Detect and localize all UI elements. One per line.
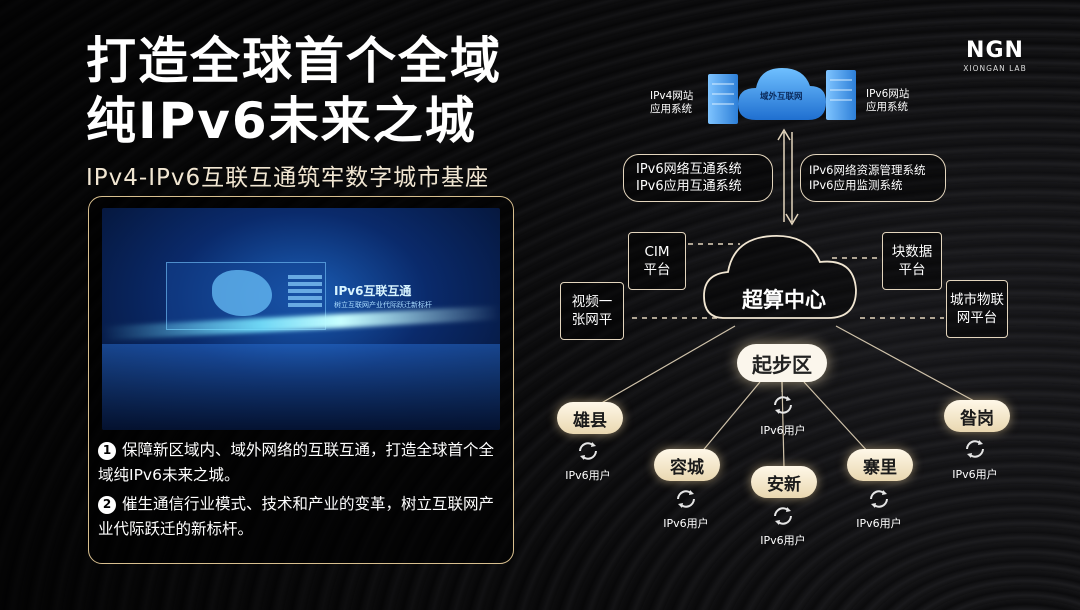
title-line2: 纯IPv6未来之城 <box>86 92 477 150</box>
cim-platform-text: CIM 平台 <box>643 244 671 278</box>
iot-platform-box: 城市物联 网平台 <box>946 280 1008 338</box>
ipv6-site-label: IPv6网站 应用系统 <box>866 88 909 114</box>
ipv4-server-icon <box>708 74 738 124</box>
district-anxin: 安新 <box>751 466 817 498</box>
right-systems-pill: IPv6网络资源管理系统 IPv6应用监测系统 <box>800 154 946 202</box>
left-systems-pill: IPv6网络互通系统 IPv6应用互通系统 <box>623 154 773 202</box>
ipv4-site-text: IPv4网站 应用系统 <box>650 90 694 115</box>
iot-platform-text: 城市物联 网平台 <box>950 292 1004 326</box>
user-label-anxin: IPv6用户 <box>760 534 806 547</box>
video-platform-text: 视频一 张网平 <box>571 294 613 328</box>
supercomputing-center-label: 超算中心 <box>742 288 826 312</box>
internet-cloud-icon <box>738 68 826 120</box>
district-zangang: 昝岗 <box>944 400 1010 432</box>
bullet-text-1: 保障新区域内、域外网络的互联互通，打造全球首个全域纯IPv6未来之城。 <box>98 441 495 484</box>
user-label-zangang: IPv6用户 <box>952 468 998 481</box>
ngn-logo: NGN XIONGAN LAB <box>960 38 1030 74</box>
cloud-label: 域外互联网 <box>760 92 803 102</box>
sync-icon <box>774 507 792 525</box>
cim-platform-box: CIM 平台 <box>628 232 686 290</box>
district-xiongxian: 雄县 <box>557 402 623 434</box>
ipv6-site-text: IPv6网站 应用系统 <box>866 88 910 113</box>
sync-icon <box>677 490 695 508</box>
sync-icon <box>966 440 984 458</box>
start-zone-pill: 起步区 <box>737 344 827 382</box>
sync-icon <box>870 490 888 508</box>
screen-title: IPv6互联互通 <box>334 284 412 298</box>
screen-subtitle: 树立互联网产业代际跃迁新标杆 <box>334 301 432 309</box>
subtitle: IPv4-IPv6互联互通筑牢数字城市基座 <box>86 165 490 191</box>
blockdata-platform-text: 块数据 平台 <box>891 244 933 278</box>
video-platform-box: 视频一 张网平 <box>560 282 624 340</box>
bar-chart-icon <box>288 272 322 322</box>
dashed-connectors <box>632 243 944 319</box>
logo-text: NGN <box>966 38 1024 63</box>
title-line1: 打造全球首个全域 <box>86 32 502 90</box>
blockdata-platform-box: 块数据 平台 <box>882 232 942 290</box>
ipv4-site-label: IPv4网站 应用系统 <box>650 90 693 116</box>
double-arrow <box>777 128 799 226</box>
bullet-number-2: 2 <box>98 495 116 514</box>
sync-icon <box>774 396 792 414</box>
logo-sub: XIONGAN LAB <box>963 64 1027 73</box>
screen-floor <box>102 344 500 430</box>
district-rongcheng: 容城 <box>654 449 720 481</box>
left-systems-text: IPv6网络互通系统 IPv6应用互通系统 <box>636 162 742 194</box>
right-systems-text: IPv6网络资源管理系统 IPv6应用监测系统 <box>809 163 926 192</box>
bullet-number-1: 1 <box>98 441 116 460</box>
user-label-rongcheng: IPv6用户 <box>663 517 709 530</box>
user-label-zhaili: IPv6用户 <box>856 517 902 530</box>
user-label-xiongxian: IPv6用户 <box>565 469 611 482</box>
bullet-text-2: 催生通信行业模式、技术和产业的变革，树立互联网产业代际跃迁的新标杆。 <box>98 495 495 538</box>
sync-icon <box>579 442 597 460</box>
user-label-start-zone: IPv6用户 <box>760 424 806 437</box>
district-zhaili: 寨里 <box>847 449 913 481</box>
supercomputing-cloud <box>703 235 857 319</box>
ipv6-server-icon <box>826 70 856 120</box>
china-map-icon <box>212 270 272 316</box>
promo-screen-image: IPv6互联互通 树立互联网产业代际跃迁新标杆 <box>102 208 500 430</box>
